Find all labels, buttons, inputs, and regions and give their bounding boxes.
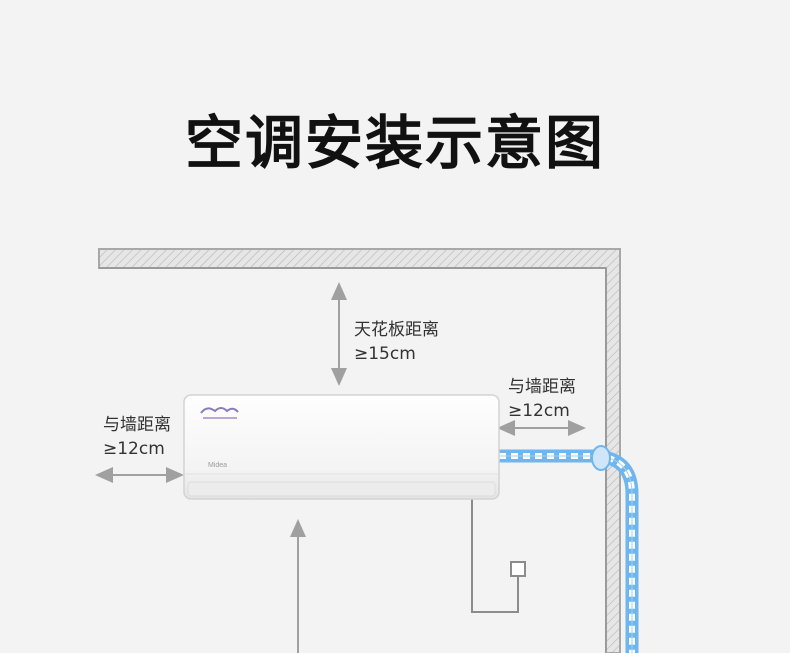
ceiling-distance-label-title: 天花板距离 <box>354 320 439 340</box>
refrigerant-pipe <box>499 445 639 653</box>
left-wall-distance-label-value: ≥12cm <box>103 439 165 459</box>
ceiling-distance-label-value: ≥15cm <box>354 344 416 364</box>
left-wall-distance-label: 与墙距离 ≥12cm <box>103 413 171 461</box>
ceiling-distance-label: 天花板距离 ≥15cm <box>354 318 439 366</box>
ac-logo-icon <box>200 407 239 419</box>
ac-indoor-unit: Midea <box>183 394 500 500</box>
pipe-wall-passthrough <box>591 445 611 471</box>
power-socket <box>510 561 526 577</box>
diagram-title: 空调安装示意图 <box>184 109 605 177</box>
right-wall-distance-label-title: 与墙距离 <box>508 377 576 397</box>
ac-brand-text: Midea <box>208 462 227 469</box>
right-wall-distance-label: 与墙距离 ≥12cm <box>508 375 576 423</box>
power-cord <box>471 497 526 613</box>
right-wall-distance-label-value: ≥12cm <box>508 401 570 421</box>
left-wall-distance-label-title: 与墙距离 <box>103 415 171 435</box>
